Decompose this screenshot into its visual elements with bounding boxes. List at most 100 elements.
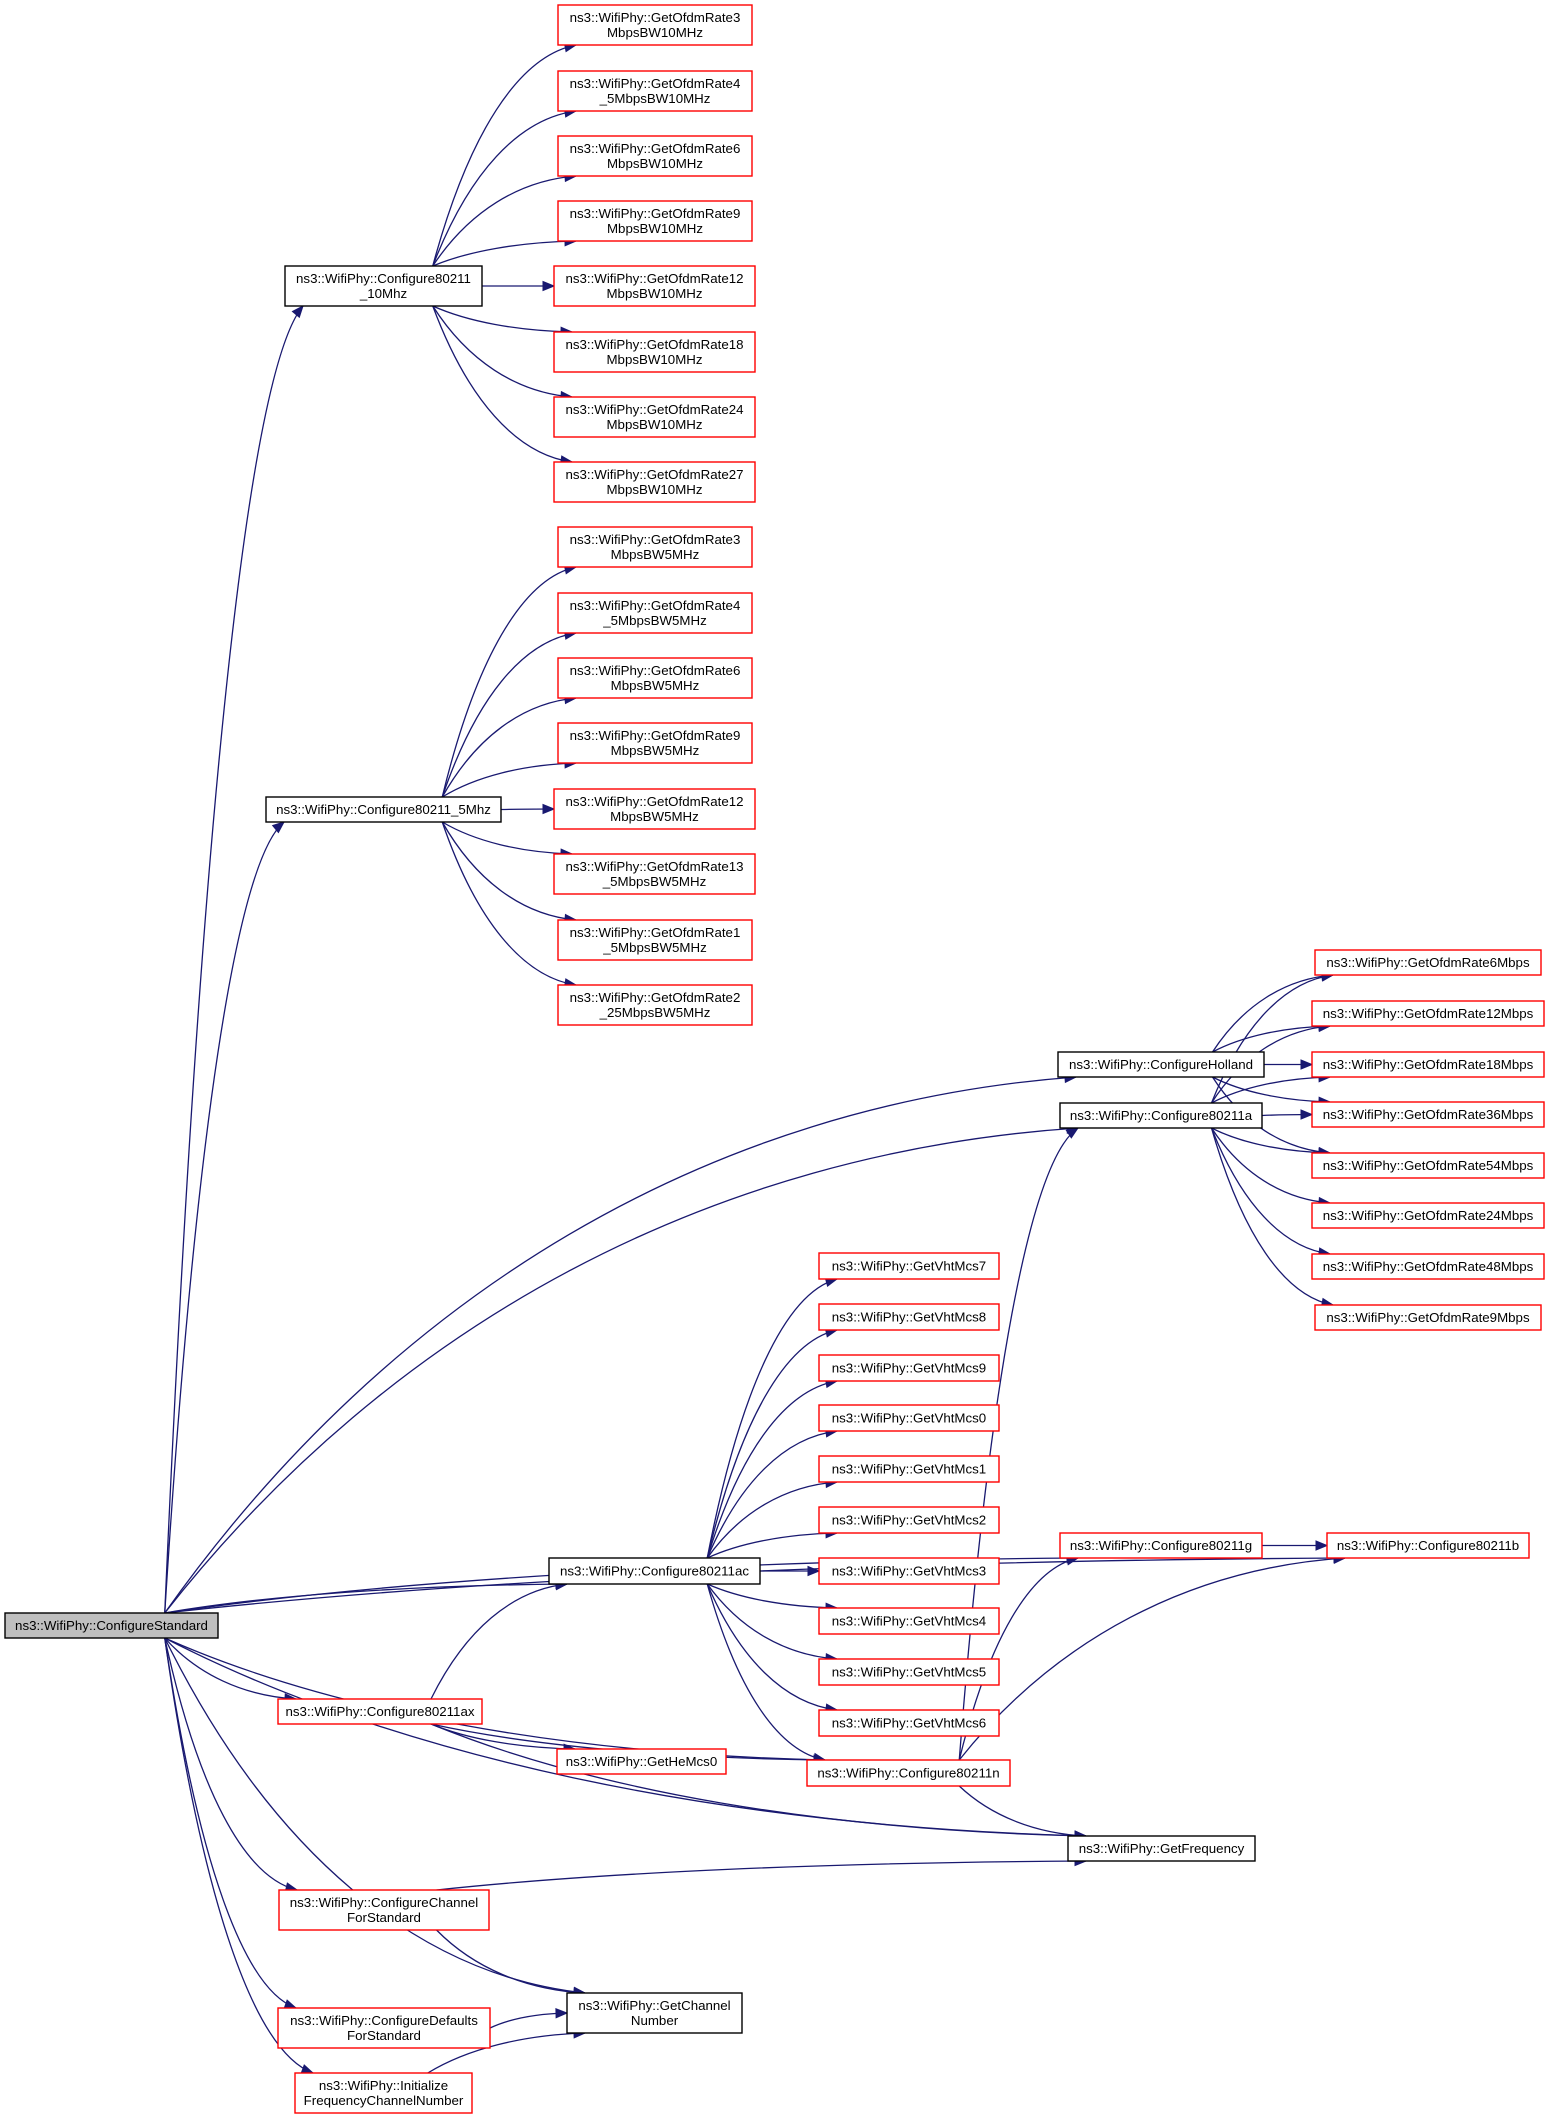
node-box [818, 1455, 1000, 1483]
node-label: ns3::WifiPhy::GetOfdmRate3 [570, 532, 741, 547]
node-initfreq[interactable]: ns3::WifiPhy::InitializeFrequencyChannel… [294, 2072, 473, 2114]
node-vht7[interactable]: ns3::WifiPhy::GetVhtMcs7 [818, 1252, 1000, 1280]
node-box [553, 331, 756, 373]
node-box [818, 1303, 1000, 1331]
node-label: _5MbpsBW5MHz [602, 613, 706, 628]
node-vht2[interactable]: ns3::WifiPhy::GetVhtMcs2 [818, 1506, 1000, 1534]
node-box [553, 788, 756, 830]
node-box [818, 1404, 1000, 1432]
node-box [1311, 1253, 1545, 1280]
node-label: ns3::WifiPhy::GetOfdmRate6Mbps [1326, 955, 1530, 970]
node-vht8[interactable]: ns3::WifiPhy::GetVhtMcs8 [818, 1303, 1000, 1331]
node-box [818, 1506, 1000, 1534]
node-label: ns3::WifiPhy::GetOfdmRate6 [570, 141, 741, 156]
node-label: ns3::WifiPhy::GetVhtMcs2 [832, 1513, 986, 1528]
node-he0[interactable]: ns3::WifiPhy::GetHeMcs0 [556, 1748, 727, 1775]
node-freq[interactable]: ns3::WifiPhy::GetFrequency [1067, 1835, 1256, 1862]
edge-holland-to-r18 [1263, 1059, 1314, 1070]
node-c11ax[interactable]: ns3::WifiPhy::Configure80211ax [277, 1698, 483, 1725]
arrowhead-icon [542, 280, 556, 292]
arrowhead-icon [1315, 1540, 1329, 1551]
node-r45_5[interactable]: ns3::WifiPhy::GetOfdmRate4_5MbpsBW5MHz [557, 592, 753, 634]
node-label: ns3::WifiPhy::GetFrequency [1079, 1841, 1245, 1856]
edge-root-to-initfreq [164, 1637, 315, 2074]
node-r24[interactable]: ns3::WifiPhy::GetOfdmRate24Mbps [1311, 1202, 1545, 1229]
node-box [818, 1252, 1000, 1280]
node-vht4[interactable]: ns3::WifiPhy::GetVhtMcs4 [818, 1607, 1000, 1635]
node-vht6[interactable]: ns3::WifiPhy::GetVhtMcs6 [818, 1709, 1000, 1737]
node-label: _5MbpsBW10MHz [599, 91, 711, 106]
edge-c11ac-to-vht6 [706, 1583, 839, 1714]
node-vht1[interactable]: ns3::WifiPhy::GetVhtMcs1 [818, 1455, 1000, 1483]
node-vht3[interactable]: ns3::WifiPhy::GetVhtMcs3 [818, 1557, 1000, 1585]
node-box [1326, 1532, 1530, 1559]
node-box [294, 2072, 473, 2114]
node-holland[interactable]: ns3::WifiPhy::ConfigureHolland [1057, 1051, 1265, 1078]
node-label: Number [631, 2013, 679, 2028]
node-defstd[interactable]: ns3::WifiPhy::ConfigureDefaultsForStanda… [277, 2007, 491, 2049]
node-r15_5[interactable]: ns3::WifiPhy::GetOfdmRate1_5MbpsBW5MHz [557, 919, 753, 961]
edge-root-to-chnum [164, 1637, 587, 1998]
node-c11ac[interactable]: ns3::WifiPhy::Configure80211ac [548, 1557, 761, 1585]
node-label: ns3::WifiPhy::GetChannel [578, 1998, 730, 2013]
node-label: ns3::WifiPhy::ConfigureHolland [1069, 1057, 1253, 1072]
node-box [1311, 1202, 1545, 1229]
edge-c10-to-r9_10 [432, 236, 578, 267]
node-c11b[interactable]: ns3::WifiPhy::Configure80211b [1326, 1532, 1530, 1559]
node-r18[interactable]: ns3::WifiPhy::GetOfdmRate18Mbps [1311, 1051, 1545, 1078]
node-c11a[interactable]: ns3::WifiPhy::Configure80211a [1059, 1102, 1263, 1129]
node-label: ns3::WifiPhy::GetOfdmRate27 [565, 467, 743, 482]
node-label: MbpsBW5MHz [611, 743, 700, 758]
node-label: ns3::WifiPhy::GetOfdmRate2 [570, 990, 741, 1005]
node-vht0[interactable]: ns3::WifiPhy::GetVhtMcs0 [818, 1404, 1000, 1432]
arrowhead-icon [807, 1565, 821, 1577]
node-c5[interactable]: ns3::WifiPhy::Configure80211_5Mhz [265, 796, 502, 823]
edge-root-to-c11n [164, 1637, 827, 1765]
node-vht5[interactable]: ns3::WifiPhy::GetVhtMcs5 [818, 1658, 1000, 1686]
node-label: MbpsBW10MHz [606, 286, 702, 301]
node-c10[interactable]: ns3::WifiPhy::Configure80211_10Mhz [284, 265, 483, 307]
node-r36[interactable]: ns3::WifiPhy::GetOfdmRate36Mbps [1311, 1101, 1545, 1128]
node-r9[interactable]: ns3::WifiPhy::GetOfdmRate9Mbps [1314, 1304, 1542, 1331]
node-r45_10[interactable]: ns3::WifiPhy::GetOfdmRate4_5MbpsBW10MHz [557, 70, 753, 112]
edge-c11g-to-c11b [1262, 1540, 1329, 1551]
edge-chstd-to-freq [436, 1855, 1088, 1891]
node-c11n[interactable]: ns3::WifiPhy::Configure80211n [806, 1759, 1011, 1787]
node-chstd[interactable]: ns3::WifiPhy::ConfigureChannelForStandar… [278, 1889, 490, 1931]
node-box [557, 135, 753, 177]
node-r48[interactable]: ns3::WifiPhy::GetOfdmRate48Mbps [1311, 1253, 1545, 1280]
node-label: MbpsBW10MHz [607, 25, 703, 40]
node-box [1311, 1101, 1545, 1128]
node-label: ns3::WifiPhy::GetOfdmRate36Mbps [1323, 1107, 1534, 1122]
node-r135_5[interactable]: ns3::WifiPhy::GetOfdmRate13_5MbpsBW5MHz [553, 853, 756, 895]
node-box [553, 265, 756, 307]
edge-c10-to-r18_10 [432, 305, 574, 337]
node-vht9[interactable]: ns3::WifiPhy::GetVhtMcs9 [818, 1354, 1000, 1382]
node-r6[interactable]: ns3::WifiPhy::GetOfdmRate6Mbps [1314, 949, 1542, 976]
node-label: ns3::WifiPhy::GetHeMcs0 [566, 1754, 717, 1769]
node-r54[interactable]: ns3::WifiPhy::GetOfdmRate54Mbps [1311, 1152, 1545, 1179]
node-root[interactable]: ns3::WifiPhy::ConfigureStandard [4, 1612, 219, 1639]
node-box [557, 984, 753, 1026]
node-box [557, 592, 753, 634]
node-r12[interactable]: ns3::WifiPhy::GetOfdmRate12Mbps [1311, 1000, 1545, 1027]
node-r225_5[interactable]: ns3::WifiPhy::GetOfdmRate2_25MbpsBW5MHz [557, 984, 753, 1026]
node-label: ns3::WifiPhy::GetOfdmRate3 [570, 10, 741, 25]
node-label: ns3::WifiPhy::Configure80211g [1070, 1538, 1252, 1553]
edge-c11ac-to-c11n [706, 1583, 827, 1764]
node-label: ns3::WifiPhy::GetVhtMcs8 [832, 1310, 986, 1325]
node-c11g[interactable]: ns3::WifiPhy::Configure80211g [1059, 1532, 1263, 1559]
node-label: MbpsBW10MHz [606, 352, 702, 367]
